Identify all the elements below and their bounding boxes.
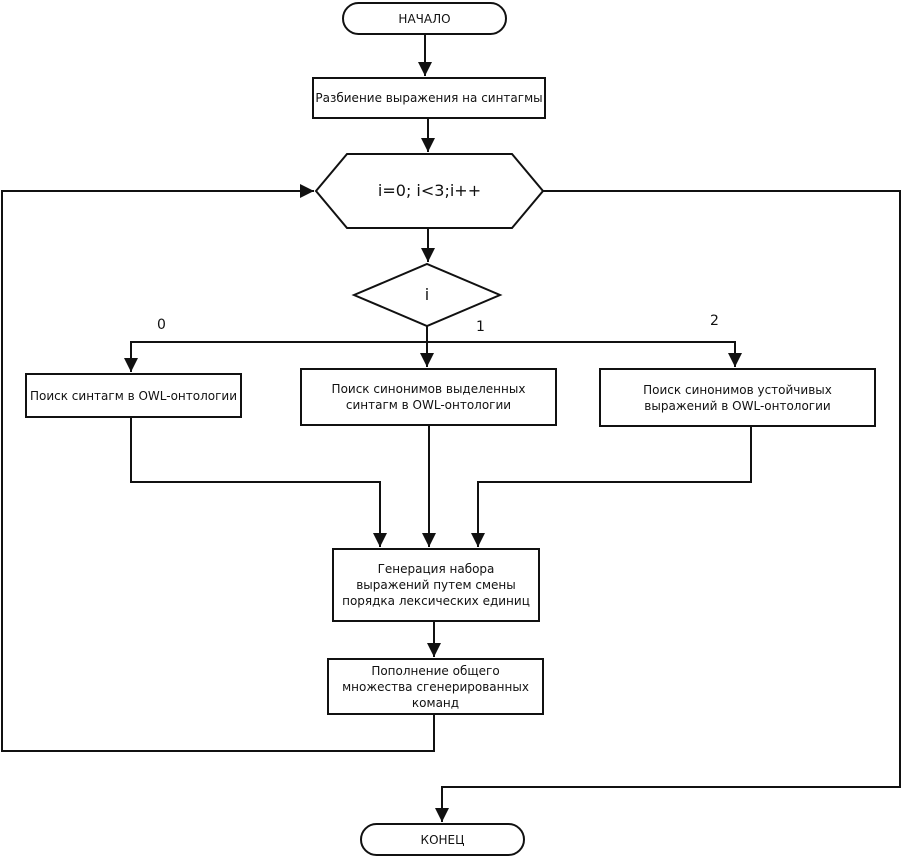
split-label: Разбиение выражения на синтагмы xyxy=(315,91,543,105)
replenish-box xyxy=(327,658,544,715)
search-stable-label: Поиск синонимов устойчивых выражений в O… xyxy=(643,382,832,413)
arrow-branch-2-to-generate xyxy=(471,426,752,547)
branch-label-1: 1 xyxy=(476,319,485,335)
end-label: КОНЕЦ xyxy=(420,832,465,847)
arrow-decision-to-branch-2 xyxy=(426,326,742,367)
arrow-branch-0-to-generate xyxy=(130,417,387,547)
search-stable-box xyxy=(599,368,876,427)
generate-label: Генерация набора выражений путем смены п… xyxy=(342,562,530,608)
loop-back-arrow xyxy=(1,184,435,752)
search-synonyms-label: Поиск синонимов выделенных синтагм в OWL… xyxy=(331,382,526,412)
replenish-label: Пополнение общего множества сгенерирован… xyxy=(342,663,529,710)
branch-label-2: 2 xyxy=(710,313,719,329)
decision-label: i xyxy=(424,285,430,304)
search-syntagms-label: Поиск синтагм в OWL-онтологии xyxy=(29,388,238,403)
generate-box xyxy=(332,548,540,622)
arrow-decision-to-branch-0 xyxy=(124,326,428,372)
search-syntagms-box xyxy=(25,373,242,418)
split-process-box xyxy=(312,77,546,119)
search-synonyms-box xyxy=(300,368,557,426)
end-terminal xyxy=(360,823,525,856)
start-label: НАЧАЛО xyxy=(398,11,451,26)
branch-label-0: 0 xyxy=(157,317,166,333)
loop-label: i=0; i<3;i++ xyxy=(377,181,482,200)
loop-exit-arrow xyxy=(435,190,901,822)
decision-diamond xyxy=(351,262,503,328)
